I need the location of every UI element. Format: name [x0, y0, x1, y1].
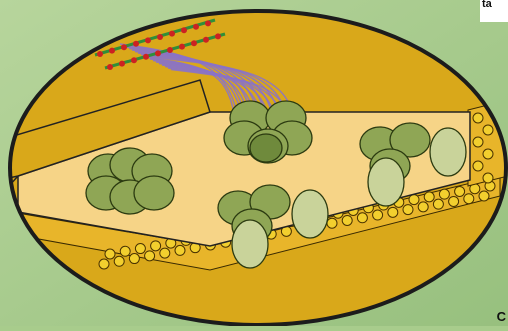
polymer-bead — [133, 41, 139, 47]
lipid-head — [439, 189, 449, 199]
corner-text-top: ta — [480, 0, 508, 22]
lipid-head — [327, 218, 337, 228]
protein-core — [250, 134, 282, 162]
lipid-head — [409, 195, 419, 205]
lipid-head — [479, 191, 489, 201]
lipid-head — [483, 125, 493, 135]
lipid-head — [449, 196, 459, 206]
lipid-head — [455, 186, 465, 196]
lipid-head — [145, 251, 155, 261]
protein-subunit — [134, 176, 174, 210]
lipid-head — [464, 194, 474, 204]
polymer-bead — [145, 37, 151, 43]
lipid-head — [473, 161, 483, 171]
lipid-head — [403, 205, 413, 215]
lipid-head — [99, 259, 109, 269]
lipid-head — [373, 210, 383, 220]
polymer-bead — [181, 27, 187, 33]
lipid-head — [105, 249, 115, 259]
lipid-head — [120, 246, 130, 256]
polymer-bead — [191, 40, 197, 46]
polymer-bead — [167, 47, 173, 53]
polymer-bead — [97, 51, 103, 57]
lipid-head — [433, 199, 443, 209]
lipid-head — [483, 173, 493, 183]
polymer-bead — [143, 54, 149, 60]
lipid-head — [342, 215, 352, 225]
protein-channel — [232, 220, 268, 268]
lipid-head — [388, 207, 398, 217]
polymer-bead — [169, 31, 175, 37]
polymer-bead — [179, 44, 185, 50]
polymer-bead — [109, 48, 115, 54]
polymer-bead — [131, 57, 137, 63]
lipid-head — [151, 241, 161, 251]
lipid-head — [135, 244, 145, 254]
lipid-head — [424, 192, 434, 202]
lipid-head — [114, 256, 124, 266]
lipid-head — [357, 213, 367, 223]
polymer-bead — [215, 33, 221, 39]
protein-channel — [368, 158, 404, 206]
lipid-head — [473, 113, 483, 123]
polymer-bead — [107, 64, 113, 70]
lipid-head — [129, 254, 139, 264]
polymer-bead — [155, 50, 161, 56]
lipid-head — [160, 248, 170, 258]
polymer-bead — [203, 37, 209, 43]
polymer-bead — [205, 20, 211, 26]
polymer-bead — [121, 44, 127, 50]
polymer-bead — [193, 24, 199, 30]
corner-text-bottom: C — [497, 309, 506, 324]
protein-channel — [430, 128, 466, 176]
lipid-head — [175, 245, 185, 255]
lipid-head — [418, 202, 428, 212]
polymer-bead — [119, 61, 125, 67]
polymer-bead — [157, 34, 163, 40]
protein-channel — [292, 190, 328, 238]
lipid-head — [473, 137, 483, 147]
lipid-head — [483, 149, 493, 159]
